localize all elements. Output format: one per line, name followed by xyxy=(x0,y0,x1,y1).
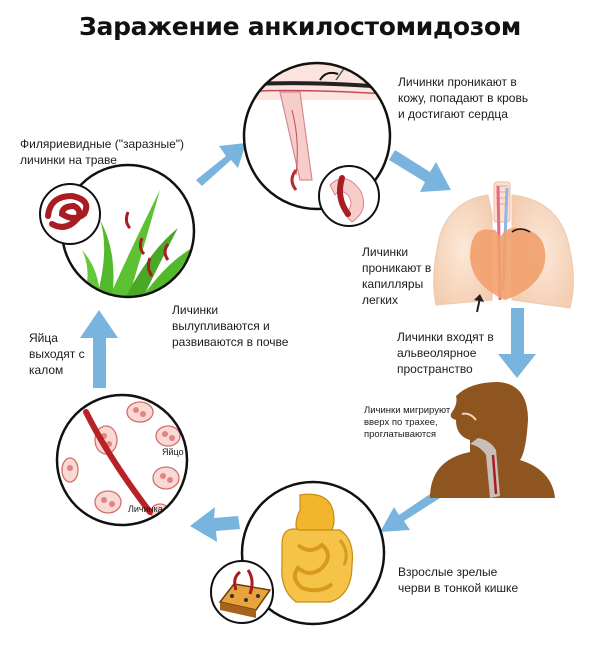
arrow-grass-to-skin xyxy=(196,143,246,186)
intestine-icon xyxy=(210,480,386,626)
label-filariform: Филяриевидные ("заразные")личинки на тра… xyxy=(20,137,185,167)
label-larva: Личинка xyxy=(128,504,163,514)
arrow-gut-to-eggs xyxy=(190,507,240,542)
page-title: Заражение анкилостомидозом xyxy=(79,12,521,41)
arrow-skin-to-lungs xyxy=(389,150,451,192)
arrow-lungs-to-throat xyxy=(498,308,536,378)
lungs-heart-icon xyxy=(433,181,574,313)
grass-larvae-icon xyxy=(39,163,196,299)
human-throat-icon xyxy=(430,382,555,498)
label-egg: Яйцо xyxy=(162,447,184,457)
cycle-arrows xyxy=(80,143,536,542)
arrow-eggs-to-soil xyxy=(80,310,118,388)
eggs-larva-icon xyxy=(55,393,189,527)
skin-penetration-icon xyxy=(242,61,392,227)
arrow-throat-to-gut xyxy=(380,492,440,532)
